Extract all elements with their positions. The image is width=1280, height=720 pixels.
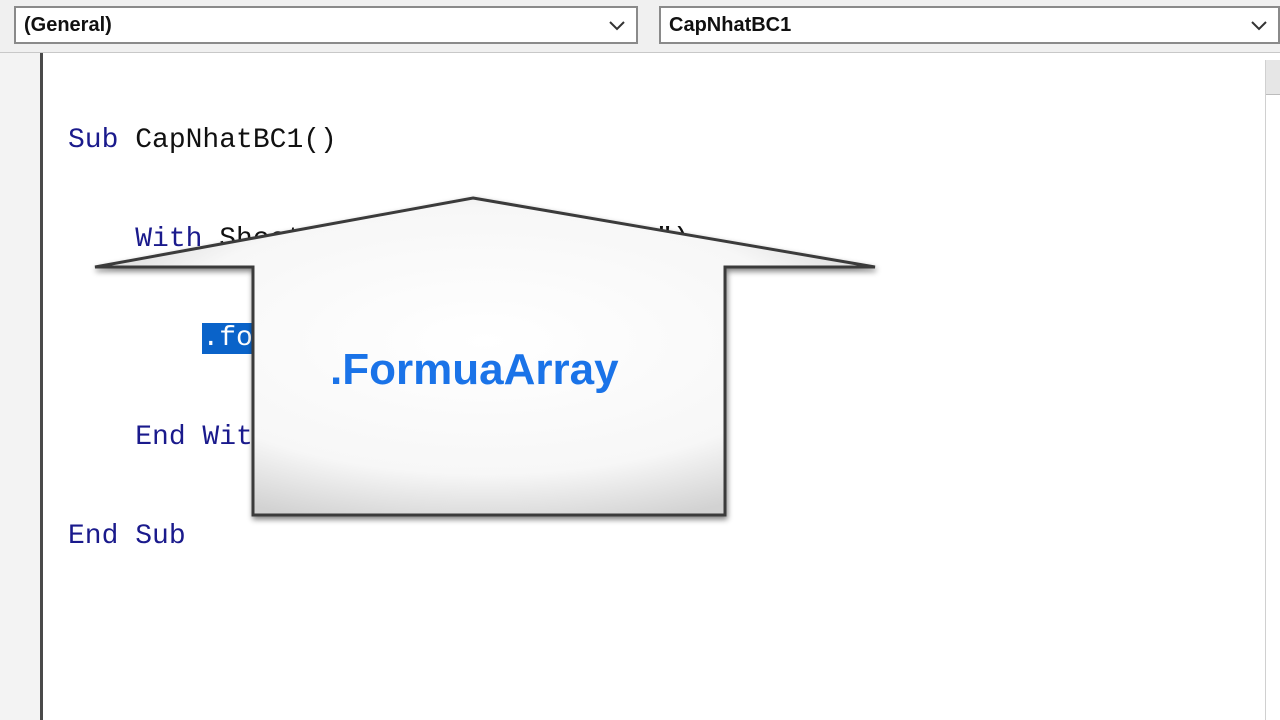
margin-indicator-bar[interactable] — [0, 53, 43, 720]
scroll-up-button[interactable] — [1266, 60, 1280, 95]
code-line: Sub CapNhatBC1() — [68, 124, 690, 157]
chevron-down-icon[interactable] — [606, 14, 628, 36]
vertical-scrollbar[interactable] — [1265, 60, 1280, 720]
arrow-shape — [94, 196, 876, 517]
object-combo-box[interactable]: (General) — [14, 6, 638, 44]
chevron-down-icon[interactable] — [1248, 14, 1270, 36]
procedure-combo-value: CapNhatBC1 — [669, 14, 792, 36]
up-arrow-callout — [94, 196, 876, 517]
callout-label: .FormuaArray — [330, 345, 619, 394]
object-combo-value: (General) — [24, 14, 112, 36]
keyword: End Sub — [68, 521, 186, 552]
code-text: CapNhatBC1() — [118, 125, 337, 156]
code-line: End Sub — [68, 520, 690, 553]
keyword: Sub — [68, 125, 119, 156]
code-window-toolbar: (General) CapNhatBC1 — [0, 0, 1280, 53]
procedure-combo-box[interactable]: CapNhatBC1 — [659, 6, 1280, 44]
